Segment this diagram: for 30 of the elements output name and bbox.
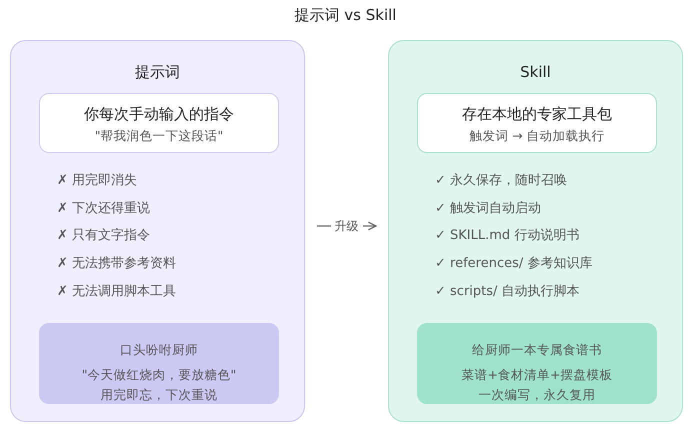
definition-card [417, 93, 657, 153]
card-heading: 给厨师一本专属食谱书 [471, 342, 603, 359]
card-text: 菜谱+食材清单+摆盘模板 [460, 367, 614, 384]
list-item: ✗ 下次还得重说 [57, 200, 150, 217]
list-item: ✗ 只有文字指令 [57, 227, 150, 244]
card-text: 用完即忘，下次重说 [100, 387, 218, 404]
edge-label: 升级 [330, 218, 362, 234]
analogy-card [417, 323, 657, 404]
list-item: ✓ scripts/ 自动执行脚本 [435, 282, 580, 300]
comparison-panel [388, 40, 683, 422]
list-item: ✓ SKILL.md 行动说明书 [435, 227, 580, 244]
card-heading: 你每次手动输入的指令 [83, 105, 235, 124]
card-subtitle: "帮我润色一下这段话" [94, 128, 224, 145]
list-item: ✗ 用完即消失 [57, 172, 138, 189]
card-heading: 存在本地的专家工具包 [461, 105, 613, 124]
card-subtitle: 触发词 → 自动加载执行 [468, 128, 606, 145]
list-item: ✗ 无法调用脚本工具 [57, 282, 176, 300]
card-heading: 口头吩咐厨师 [119, 342, 199, 359]
card-text: 一次编写，永久复用 [478, 387, 596, 404]
list-item: ✓ references/ 参考知识库 [435, 255, 592, 272]
analogy-card [39, 323, 279, 404]
diagram-title: 提示词 vs Skill [294, 6, 398, 25]
panel-heading: Skill [519, 63, 552, 81]
list-item: ✓ 永久保存，随时召唤 [435, 172, 568, 189]
panel-heading: 提示词 [134, 63, 181, 82]
definition-card [39, 93, 279, 153]
list-item: ✓ 触发词自动启动 [435, 200, 542, 217]
comparison-panel [10, 40, 305, 422]
card-text: "今天做红烧肉，要放糖色" [80, 367, 238, 384]
list-item: ✗ 无法携带参考资料 [57, 255, 176, 272]
